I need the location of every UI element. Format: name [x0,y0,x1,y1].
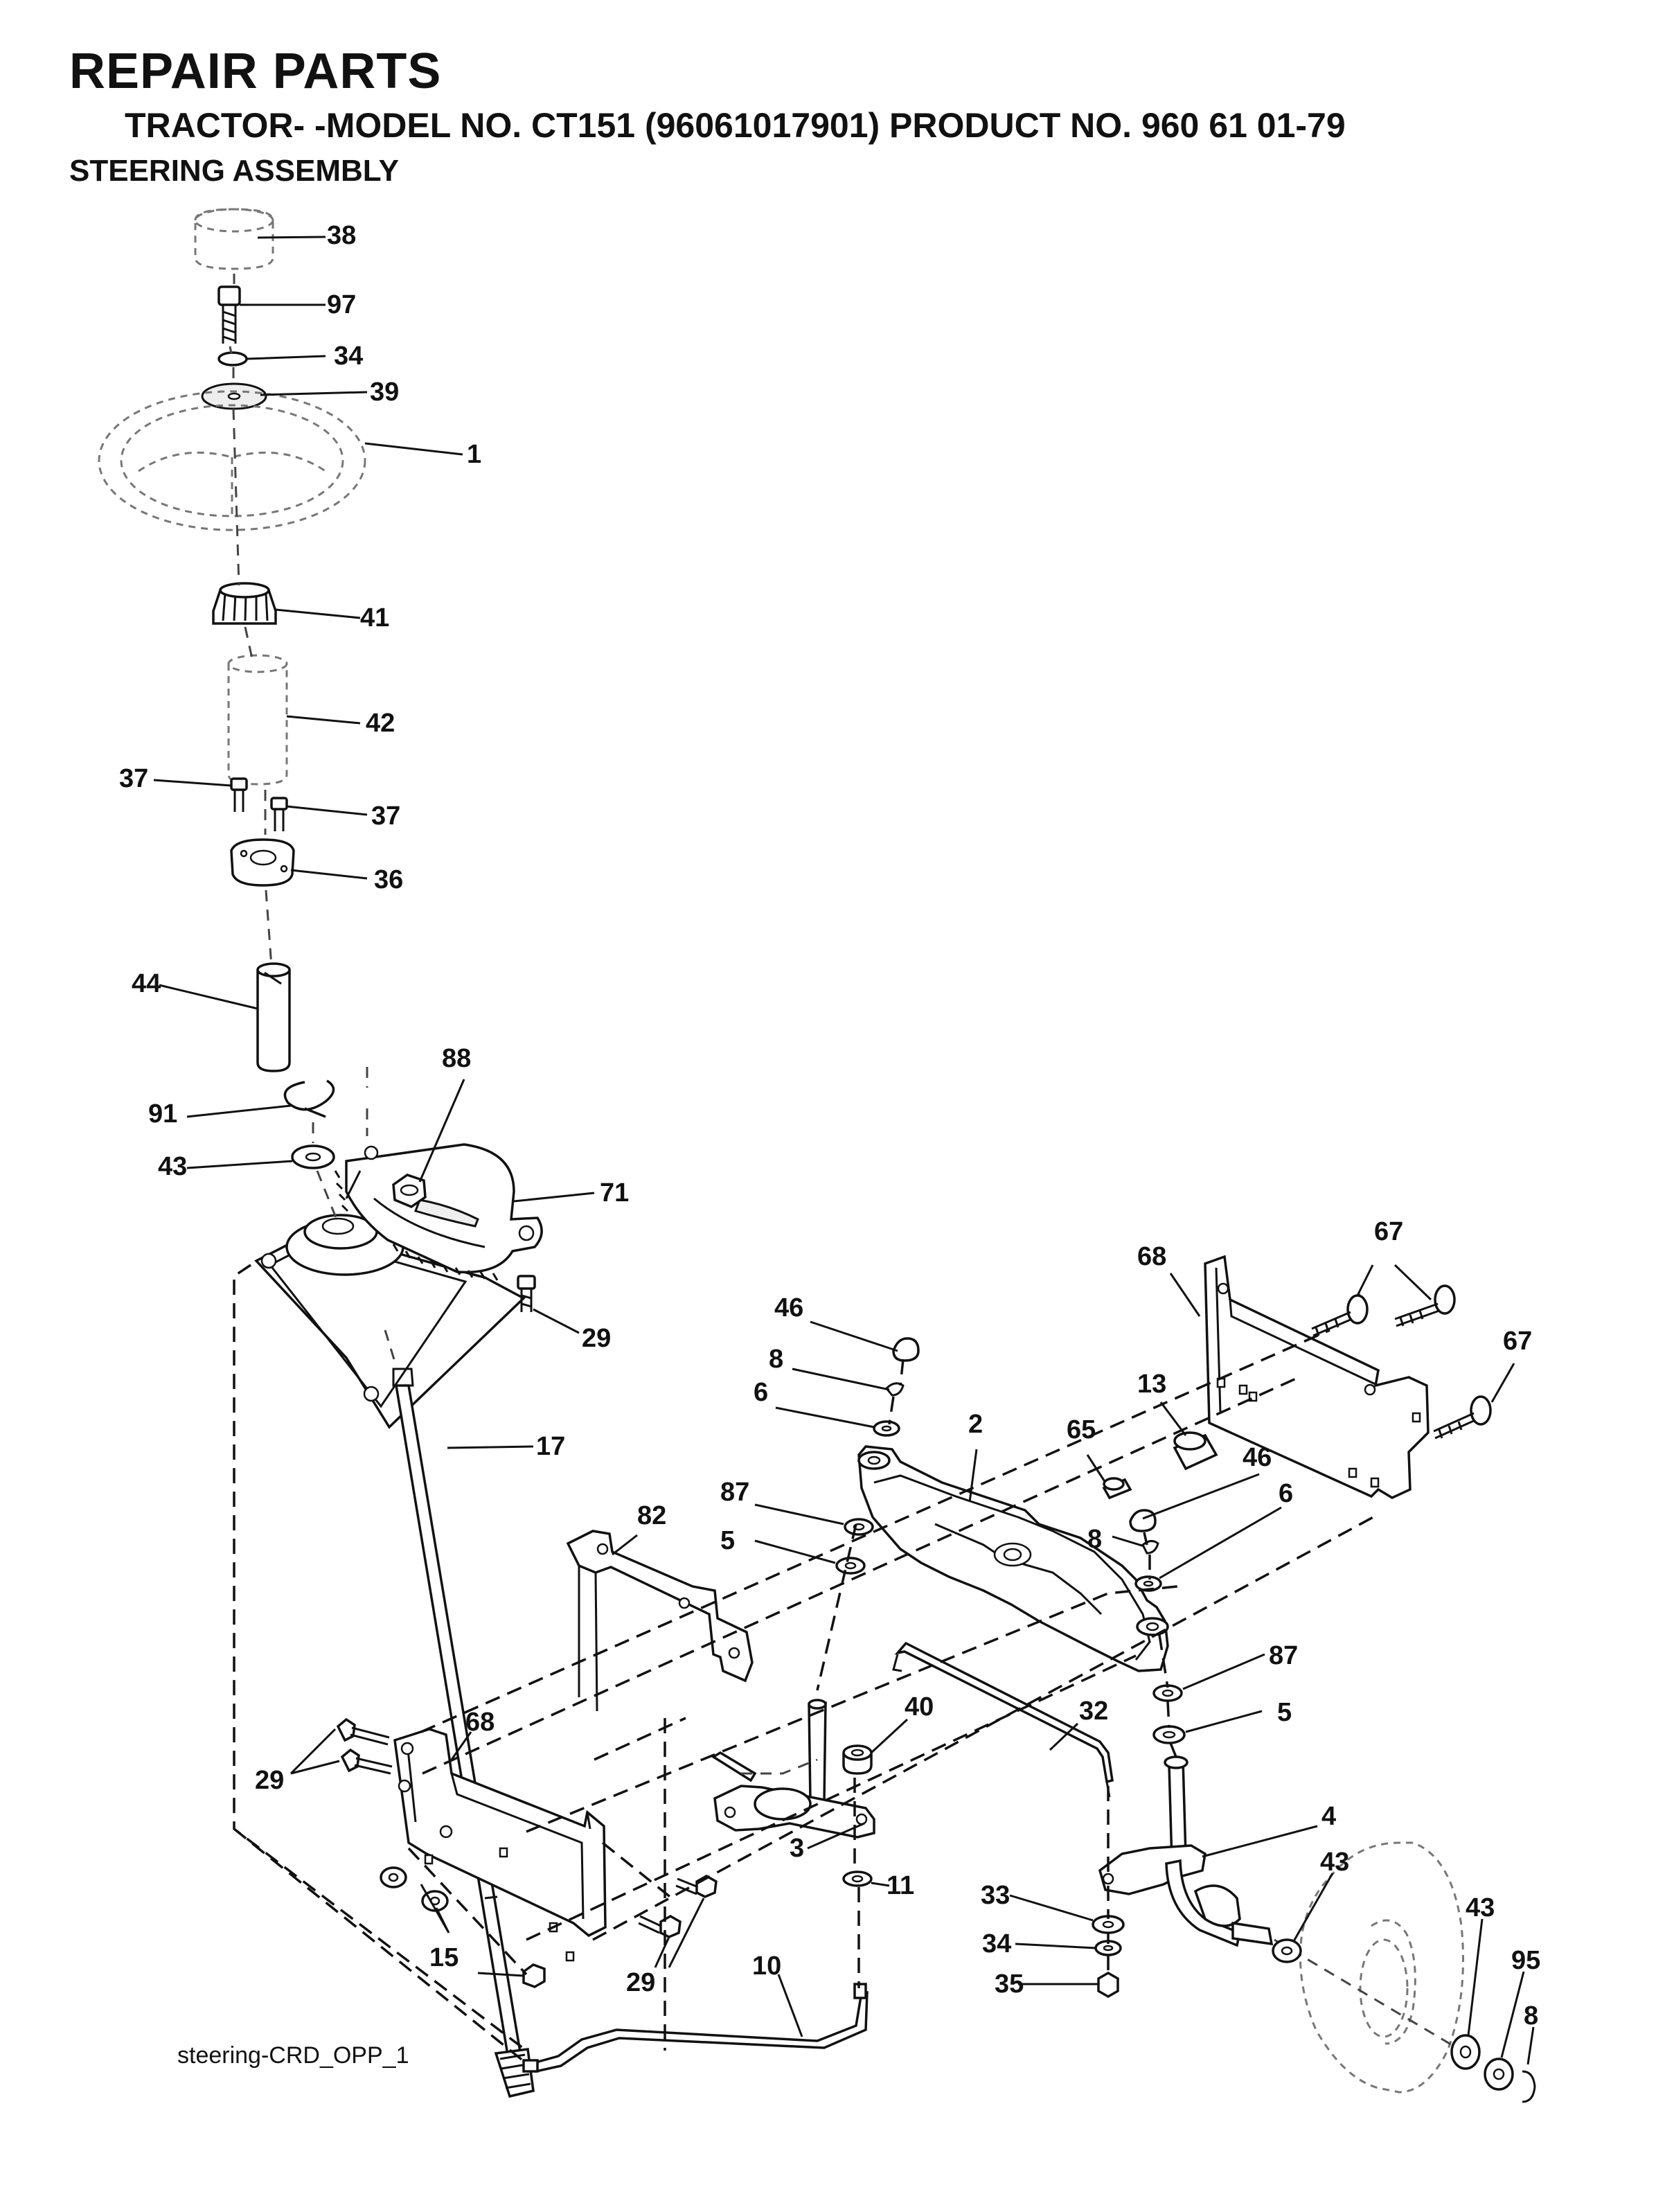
pivot-hardware-right [1129,1509,1186,1744]
part-91-hairpin [283,1079,335,1118]
part-3-spindle-left [711,1699,875,1839]
callout-82: 82 [637,1501,666,1530]
part-1-steering-wheel [98,390,366,531]
callout-38: 38 [327,221,356,250]
callout-35: 35 [995,1970,1024,1999]
part-29-bolts-lower [638,1874,718,1938]
drawing-id: steering-CRD_OPP_1 [177,2042,409,2069]
callout-41: 41 [360,603,389,632]
front-wheel [1274,1841,1464,2094]
callout-88: 88 [442,1044,471,1073]
callout-68-left: 68 [465,1708,495,1737]
model-subtitle: TRACTOR- -MODEL NO. CT151 (96061017901) … [125,106,1346,145]
steering-gear-assembly [254,1067,543,1429]
callout-8-left: 8 [769,1345,783,1374]
part-34-lockwasher [217,351,248,366]
callout-65: 65 [1067,1415,1096,1444]
callout-34-spindle: 34 [982,1929,1011,1958]
callout-29-left: 29 [255,1766,284,1795]
part-65-pin [1102,1477,1132,1500]
callout-97: 97 [327,290,356,319]
callout-67-top: 67 [1374,1217,1403,1246]
wheel-hardware [1272,1938,1536,2103]
callout-40: 40 [905,1692,934,1722]
callout-4: 4 [1321,1802,1336,1831]
pivot-hardware-left [835,1337,920,1575]
callout-95: 95 [1511,1946,1540,1975]
callout-29-gear: 29 [582,1324,611,1353]
callout-37-right: 37 [371,802,400,831]
routing-lines [407,1329,1379,2051]
part-29-bolts-left [336,1717,393,1775]
callout-6-left: 6 [754,1378,768,1407]
callout-68-right: 68 [1137,1242,1166,1271]
callout-46-right: 46 [1243,1443,1272,1472]
part-13-spacer [1173,1431,1218,1471]
section-title: STEERING ASSEMBLY [69,154,399,188]
callout-15: 15 [429,1943,458,1972]
part-41-adapter [212,582,277,625]
callout-43-wheel: 43 [1466,1893,1495,1922]
callout-87-right: 87 [1269,1641,1298,1670]
part-40-bushing [842,1744,873,1775]
part-97-bolt [217,285,241,344]
callout-42: 42 [366,709,395,738]
part-29-bolt [517,1275,536,1312]
callout-labels: 38 97 34 39 1 41 42 37 37 36 44 88 91 43… [119,221,1540,2030]
callout-8-right: 8 [1087,1525,1102,1554]
part-10-drag-link [522,1983,869,2073]
routing-line-left [233,1264,529,2066]
callout-33: 33 [981,1881,1010,1910]
callout-10: 10 [752,1952,781,1981]
part-68-frame-plate-right [1204,1255,1430,1499]
callout-5-right: 5 [1277,1698,1292,1727]
part-11-nut [842,1870,873,1887]
callout-3: 3 [790,1834,804,1863]
callout-39: 39 [370,378,399,407]
part-15-nuts [380,1866,546,1988]
callout-11: 11 [887,1871,914,1900]
callout-1: 1 [467,440,481,469]
part-68-frame-plate-left [393,1728,607,1962]
callout-6-right: 6 [1279,1479,1293,1508]
part-67-bolts [1311,1284,1492,1440]
part-82-bracket [566,1530,754,1712]
part-88-nut [392,1174,427,1208]
part-38-cap [194,208,274,270]
callout-71: 71 [600,1178,629,1207]
callout-2: 2 [968,1410,983,1439]
part-4-spindle-right [1098,1755,1274,1947]
part-43-washer [291,1144,335,1169]
part-44-shaft [256,962,291,1072]
callout-43-spindle: 43 [1320,1848,1349,1877]
callout-29-lower: 29 [626,1968,655,1997]
part-17-steering-shaft [384,1329,535,2098]
part-2-front-axle [857,1445,1169,1672]
callout-34: 34 [334,342,363,371]
page-title: REPAIR PARTS [69,44,442,99]
callout-67-side: 67 [1503,1327,1532,1356]
steering-wheel-stack [98,208,366,1072]
callout-91: 91 [148,1099,177,1129]
callout-5-left: 5 [720,1526,735,1555]
callout-43: 43 [158,1152,187,1181]
callout-8-wheel: 8 [1524,2001,1538,2030]
part-42-tube [227,654,288,786]
callout-87-left: 87 [720,1478,749,1507]
callout-32: 32 [1079,1697,1108,1726]
callout-36: 36 [374,865,403,894]
callout-44: 44 [132,969,161,998]
callout-17: 17 [536,1432,565,1461]
leader-lines [153,236,1535,2065]
callout-37-left: 37 [119,764,148,793]
callout-13: 13 [1137,1370,1166,1399]
part-37-screws [230,777,288,831]
callout-46-left: 46 [774,1293,803,1322]
part-36-flange-bushing [230,838,295,887]
